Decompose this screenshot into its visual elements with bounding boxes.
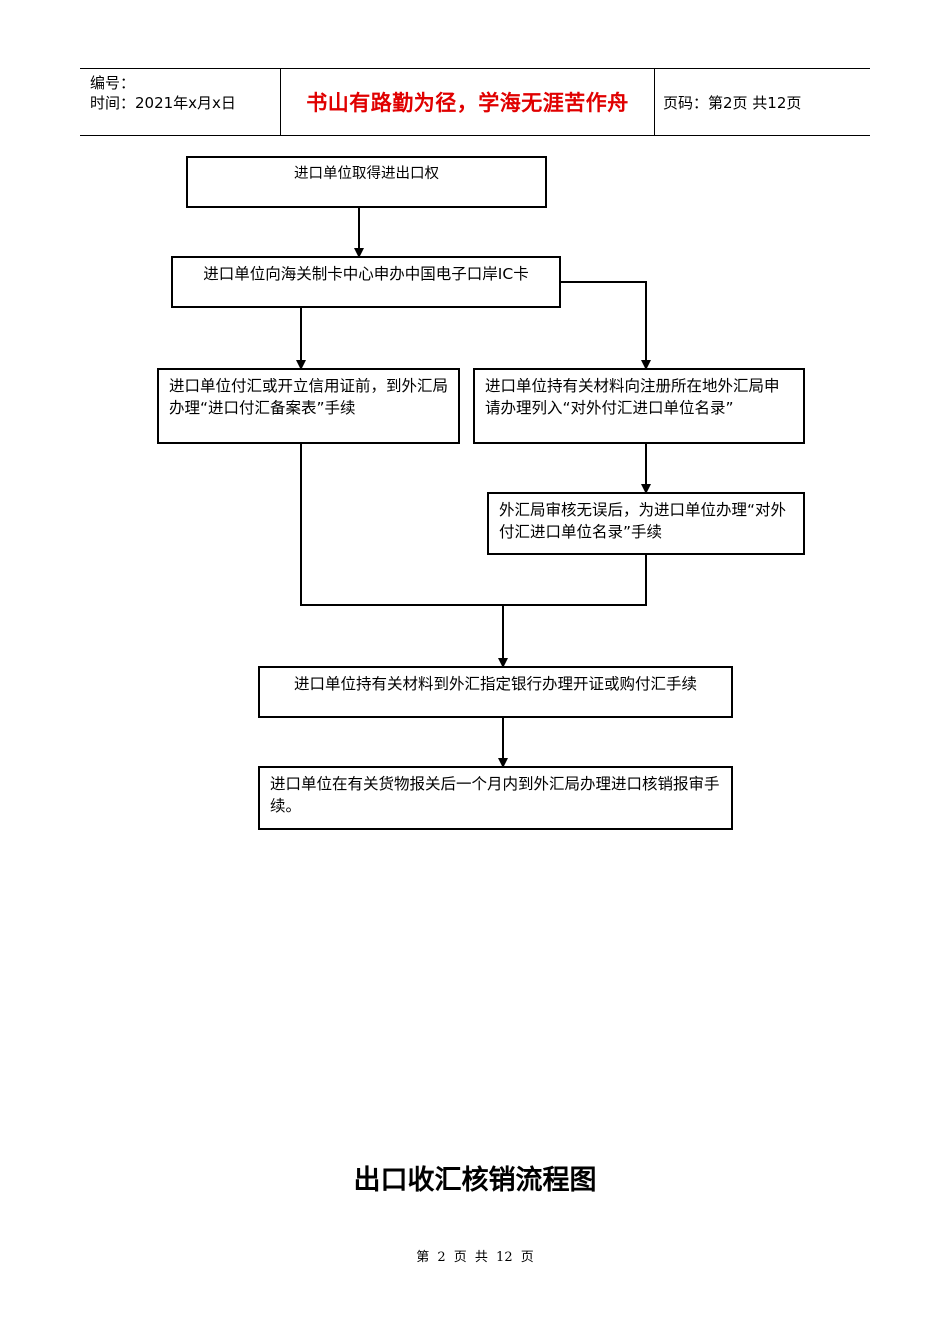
arrow-step2-to-step3b <box>561 281 651 370</box>
flow-step-apply-unit-directory: 进口单位持有关材料向注册所在地外汇局申请办理列入“对外付汇进口单位名录” <box>473 368 805 444</box>
flow-step-text: 进口单位持有关材料向注册所在地外汇局申请办理列入“对外付汇进口单位名录” <box>485 377 780 417</box>
flow-step-text: 进口单位持有关材料到外汇指定银行办理开证或购付汇手续 <box>293 675 697 693</box>
flow-step-text: 进口单位付汇或开立信用证前，到外汇局办理“进口付汇备案表”手续 <box>169 377 449 417</box>
number-label: 编号： <box>90 74 136 92</box>
time-label: 时间：2021年x月x日 <box>90 94 236 112</box>
flow-step-text: 进口单位取得进出口权 <box>294 166 439 182</box>
connector-step3a-down <box>300 444 503 606</box>
page-footer: 第 2 页 共 12 页 <box>416 1250 534 1265</box>
flow-step-text: 进口单位向海关制卡中心申办中国电子口岸IC卡 <box>203 265 529 283</box>
header-meta: 编号： 时间：2021年x月x日 <box>80 69 281 135</box>
section-title: 出口收汇核销流程图 <box>353 1165 597 1196</box>
flow-step-verification-filing: 进口单位在有关货物报关后一个月内到外汇局办理进口核销报审手续。 <box>258 766 733 830</box>
flow-step-apply-ic-card: 进口单位向海关制卡中心申办中国电子口岸IC卡 <box>171 256 561 308</box>
header-page-info: 页码：第2页 共12页 <box>655 69 870 135</box>
page-info-text: 页码：第2页 共12页 <box>663 93 802 112</box>
header-motto-cell: 书山有路勤为径，学海无涯苦作舟 <box>281 69 655 135</box>
flow-step-get-import-export-right: 进口单位取得进出口权 <box>186 156 547 208</box>
flow-step-text: 进口单位在有关货物报关后一个月内到外汇局办理进口核销报审手续。 <box>270 775 720 815</box>
flow-step-bank-payment: 进口单位持有关材料到外汇指定银行办理开证或购付汇手续 <box>258 666 733 718</box>
flow-step-text: 外汇局审核无误后，为进口单位办理“对外付汇进口单位名录”手续 <box>499 501 787 541</box>
page-header: 编号： 时间：2021年x月x日 书山有路勤为径，学海无涯苦作舟 页码：第2页 … <box>80 68 870 136</box>
motto-text: 书山有路勤为径，学海无涯苦作舟 <box>306 91 629 115</box>
flow-step-directory-approval: 外汇局审核无误后，为进口单位办理“对外付汇进口单位名录”手续 <box>487 492 805 555</box>
flow-step-payment-record-form: 进口单位付汇或开立信用证前，到外汇局办理“进口付汇备案表”手续 <box>157 368 460 444</box>
connector-step4b-down <box>503 555 647 606</box>
